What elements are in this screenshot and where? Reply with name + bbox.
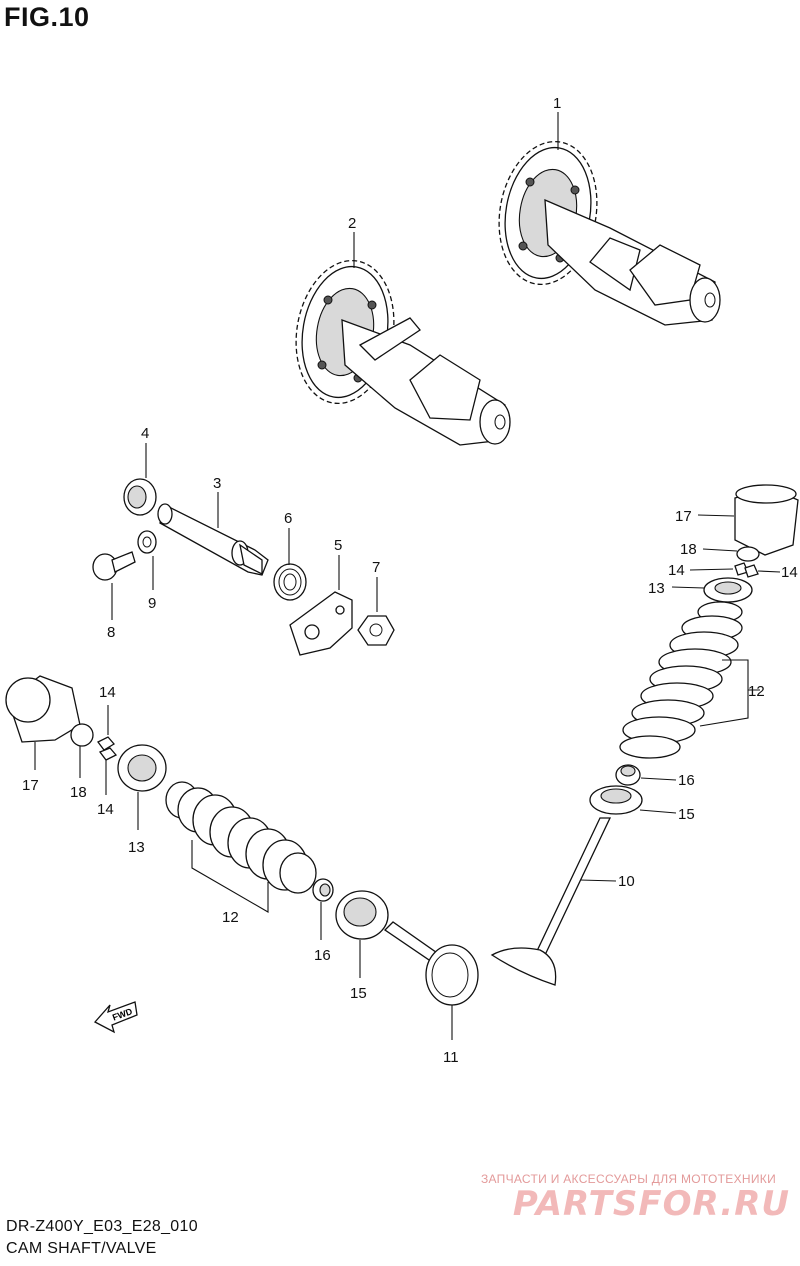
spring-seat-right-part-15[interactable] (589, 785, 643, 815)
washer-part-9[interactable] (137, 530, 157, 554)
bracket-part-5[interactable] (289, 591, 353, 656)
callout-18-left: 18 (70, 784, 87, 801)
bolt-part-8[interactable] (92, 551, 136, 581)
callout-17-left: 17 (22, 777, 39, 794)
spring-seat-left-part-15[interactable] (335, 890, 389, 940)
forward-direction-arrow: FWD (93, 1001, 138, 1034)
callout-8: 8 (107, 624, 115, 641)
callout-18-right: 18 (680, 541, 697, 558)
shim-left-part-18[interactable] (70, 723, 94, 747)
retainer-left-part-13[interactable] (117, 744, 167, 792)
callout-14-right-b: 14 (781, 564, 798, 581)
stem-seal-right-part-16[interactable] (615, 764, 641, 786)
tappet-right-part-17[interactable] (734, 484, 799, 556)
callout-14-right-a: 14 (668, 562, 685, 579)
section-name: CAM SHAFT/VALVE (6, 1240, 157, 1257)
callout-17-right: 17 (675, 508, 692, 525)
camshaft-exhaust-part-2[interactable] (285, 253, 511, 446)
callout-12-right: 12 (748, 683, 765, 700)
callout-15-left: 15 (350, 985, 367, 1002)
watermark-logo: PARTSFOR.RU (512, 1184, 790, 1224)
cotters-right-part-14[interactable] (734, 562, 759, 578)
watermark-tagline: ЗАПЧАСТИ И АКСЕССУАРЫ ДЛЯ МОТОТЕХНИКИ (480, 1172, 776, 1186)
tappet-left-part-17[interactable] (5, 675, 81, 743)
callout-7: 7 (372, 559, 380, 576)
valve-springs-left-part-12[interactable] (165, 781, 317, 894)
callout-14-left-top: 14 (99, 684, 116, 701)
callout-13-left: 13 (128, 839, 145, 856)
nut-part-7[interactable] (357, 615, 395, 646)
camshaft-intake-part-1[interactable] (488, 134, 721, 326)
valve-springs-right-part-12[interactable] (619, 601, 743, 759)
callout-13-right: 13 (648, 580, 665, 597)
callout-16-left: 16 (314, 947, 331, 964)
torsion-spring-part-6[interactable] (273, 563, 307, 601)
figure-title: FIG.10 (4, 2, 90, 32)
shim-right-part-18[interactable] (736, 546, 760, 562)
retainer-right-part-13[interactable] (703, 577, 753, 603)
model-code: DR-Z400Y_E03_E28_010 (6, 1218, 198, 1235)
callout-6: 6 (284, 510, 292, 527)
callout-1: 1 (553, 95, 561, 112)
callout-3: 3 (213, 475, 221, 492)
decompression-shaft-part-3[interactable] (157, 503, 269, 576)
exhaust-valve-part-11[interactable] (383, 921, 479, 1006)
callout-16-right: 16 (678, 772, 695, 789)
callout-2: 2 (348, 215, 356, 232)
callout-9: 9 (148, 595, 156, 612)
callout-14-left-bottom: 14 (97, 801, 114, 818)
callout-15-right: 15 (678, 806, 695, 823)
callout-4: 4 (141, 425, 149, 442)
callout-12-left: 12 (222, 909, 239, 926)
callout-11: 11 (443, 1049, 459, 1066)
callout-10: 10 (618, 873, 635, 890)
cotter-left-part-14[interactable] (97, 736, 118, 761)
bearing-part-4[interactable] (123, 478, 157, 516)
stem-seal-left-part-16[interactable] (312, 878, 334, 902)
callout-5: 5 (334, 537, 342, 554)
intake-valve-part-10[interactable] (490, 817, 612, 986)
